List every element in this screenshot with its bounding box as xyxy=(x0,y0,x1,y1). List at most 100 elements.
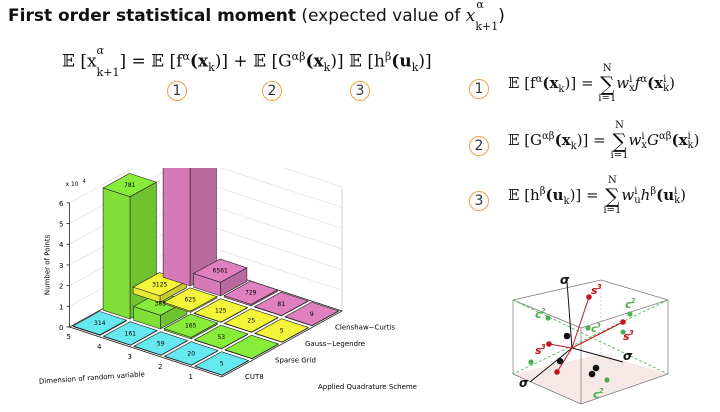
c-point xyxy=(545,315,551,321)
equation-marker-2: 2 xyxy=(469,136,489,156)
z-tick-label: 0 xyxy=(59,324,63,332)
z-tick-label: 5 xyxy=(59,221,63,229)
y-tick-label: Gauss−Legendre xyxy=(305,340,365,348)
bar-label: 9 xyxy=(310,311,314,318)
bar xyxy=(133,331,189,356)
s3-ray xyxy=(571,321,624,349)
sigma-axis xyxy=(566,281,573,349)
bar-face xyxy=(162,168,191,287)
bar-label: 781 xyxy=(124,182,136,189)
bar xyxy=(162,287,218,313)
bar-top xyxy=(133,331,189,356)
ground-plane xyxy=(513,354,668,404)
equation-marker-3: 3 xyxy=(469,191,489,211)
diagram-label: c xyxy=(535,308,542,321)
z-exponent-power: 4 xyxy=(83,179,86,185)
bar xyxy=(284,301,340,327)
bar-top xyxy=(162,287,218,312)
cube-edge xyxy=(512,279,602,301)
bar-label: 161 xyxy=(125,330,137,337)
z-exponent: x 10 xyxy=(66,181,79,188)
s3-ray xyxy=(571,296,590,349)
sigma-axis xyxy=(571,347,624,363)
c-point xyxy=(620,329,626,335)
y-tick-label: CUT8 xyxy=(245,373,264,381)
bar-top xyxy=(102,173,158,198)
bar-label: 314 xyxy=(94,320,106,327)
bar-label: 5 xyxy=(280,327,284,334)
bar xyxy=(253,291,309,317)
bar-label: 385 xyxy=(155,301,167,308)
z-tick-label: 6 xyxy=(59,200,64,208)
bar-label: 81 xyxy=(277,301,285,308)
term-marker-3: 3 xyxy=(350,81,370,101)
bar-top xyxy=(224,334,280,359)
s3-ray xyxy=(556,347,573,373)
bar-face xyxy=(102,187,131,320)
diagram-label: s xyxy=(591,284,598,297)
bar xyxy=(223,280,279,307)
diagram-label-sup: 2 xyxy=(631,297,636,305)
sigma-label: σ xyxy=(519,376,529,390)
cube-edge xyxy=(512,299,582,329)
bar-top xyxy=(163,341,219,366)
z-tick-label: 2 xyxy=(59,283,63,291)
bar xyxy=(224,334,280,360)
bar xyxy=(163,313,219,340)
diagram-label: s xyxy=(535,344,542,357)
bar-label: 125 xyxy=(215,307,227,314)
diagram-label: c xyxy=(591,324,597,335)
term-marker-2: 2 xyxy=(262,81,282,101)
bar-top xyxy=(193,324,249,349)
diagram-label-sup: 3 xyxy=(629,329,634,337)
bar-label: 20 xyxy=(187,350,195,357)
z-tick-label: 3 xyxy=(59,262,63,270)
black-point xyxy=(563,332,571,340)
bar-top xyxy=(223,308,279,333)
bar xyxy=(162,168,217,287)
z-tick-label: 1 xyxy=(59,303,63,311)
bar-label: 53 xyxy=(217,334,225,341)
z-tick-label: 4 xyxy=(59,241,64,249)
bar-top xyxy=(253,291,309,316)
y-tick-label: Sparse Grid xyxy=(275,356,316,364)
c-point xyxy=(604,377,610,383)
bar-label: 59 xyxy=(157,340,165,347)
bar-top xyxy=(254,318,310,343)
bar xyxy=(102,321,158,346)
equation-marker-1: 1 xyxy=(469,79,489,99)
bar xyxy=(194,351,250,376)
cube-edge xyxy=(580,299,669,329)
bar-top xyxy=(194,351,250,376)
c-point xyxy=(585,325,591,331)
bar xyxy=(254,318,310,343)
s3-point xyxy=(554,369,560,375)
x-tick-label: 4 xyxy=(97,343,102,351)
s3-point xyxy=(586,294,592,300)
bar-top xyxy=(163,313,219,338)
z-axis-label: Number of Points xyxy=(44,234,52,295)
diagram-label-sup: 3 xyxy=(541,343,546,351)
y-axis-label: Applied Quadrature Scheme xyxy=(318,383,417,391)
bar xyxy=(223,308,279,333)
term-marker-1: 1 xyxy=(167,81,187,101)
black-point xyxy=(556,357,564,365)
bar xyxy=(193,324,249,350)
c2-line xyxy=(512,299,669,375)
diagram-label-sup: 2 xyxy=(599,387,604,395)
cube-edge xyxy=(580,373,669,405)
bar-top xyxy=(223,280,279,305)
sigma-axis xyxy=(529,347,573,383)
bar-label: 5 xyxy=(220,360,224,367)
x-tick-label: 3 xyxy=(128,353,132,361)
bar-label: 625 xyxy=(185,296,197,303)
bar-label: 6561 xyxy=(213,268,228,275)
c-point xyxy=(627,311,633,317)
x-tick-label: 5 xyxy=(67,333,71,341)
bar-label: 3125 xyxy=(152,281,167,288)
